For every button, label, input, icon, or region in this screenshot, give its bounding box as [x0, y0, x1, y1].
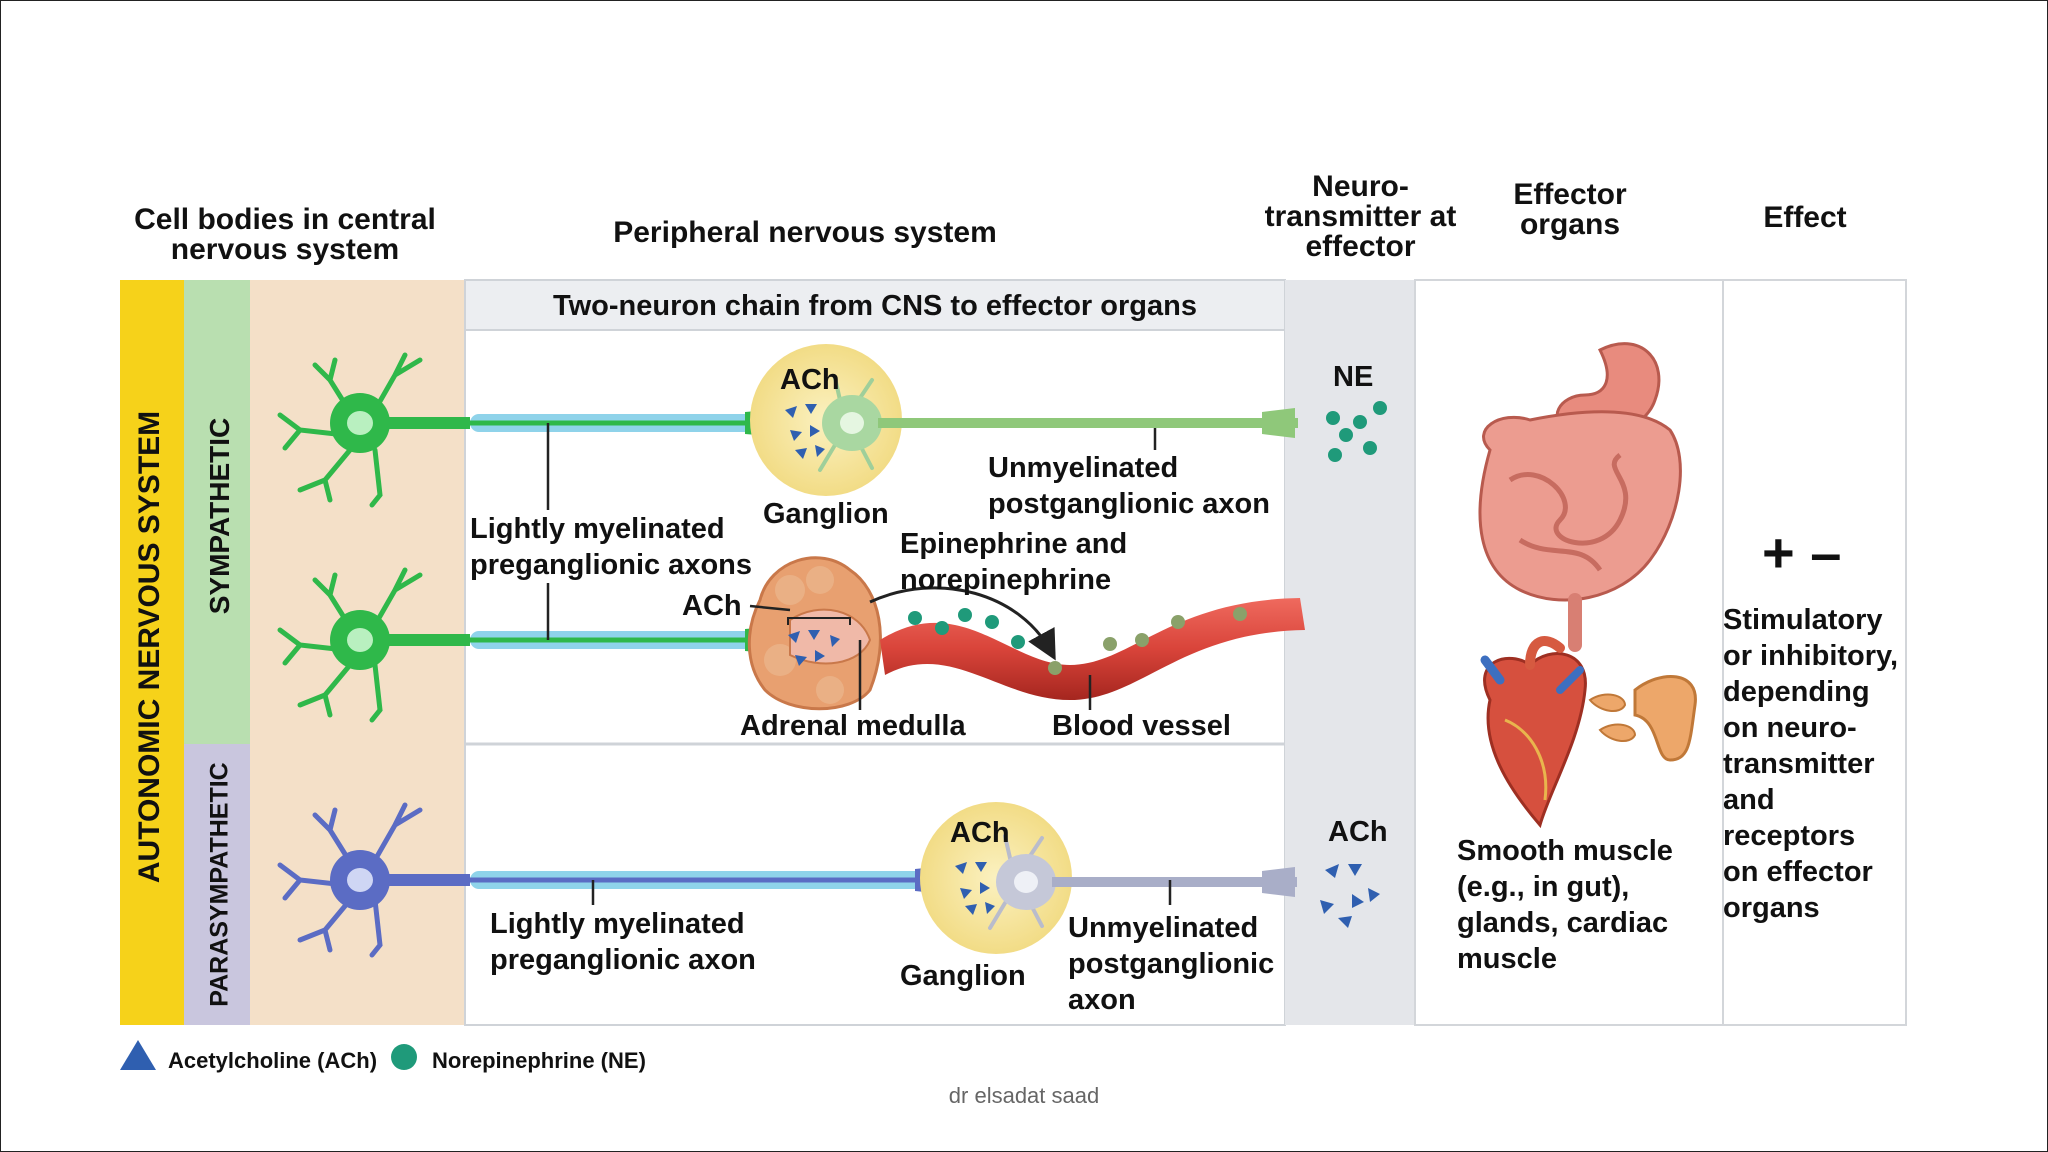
ganglion-2-label: Ganglion — [900, 960, 1026, 992]
secretion-arrow — [869, 586, 1056, 661]
header-cns: Cell bodies in central nervous system — [134, 203, 436, 266]
header-effect: Effect — [1763, 201, 1847, 234]
acetylcholine-adrenal — [788, 630, 840, 666]
header-effector-organs: Effector organs — [1513, 178, 1627, 241]
parasympathetic-preganglionic-neuron — [277, 802, 945, 958]
ach-label-ganglion-2: ACh — [950, 817, 1010, 849]
effector-line: (e.g., in gut), — [1457, 871, 1630, 903]
effect-line: transmitter — [1723, 748, 1875, 780]
unmyelinated-line-1a: Unmyelinated — [988, 452, 1179, 484]
preganglionic-label-sympathetic: Lightly myelinated preganglionic axons — [470, 511, 752, 583]
ganglion-1 — [750, 344, 1298, 496]
preganglionic-2-line-b: preganglionic axon — [490, 944, 756, 976]
effect-line: Stimulatory — [1723, 604, 1883, 636]
sympathetic-label: SYMPATHETIC — [204, 417, 235, 615]
effector-line: Smooth muscle — [1457, 835, 1673, 867]
effect-signs: + – — [1762, 521, 1842, 584]
effect-line: organs — [1723, 892, 1820, 924]
slide-footer: dr elsadat saad — [948, 1083, 1100, 1108]
acetylcholine-effector — [1320, 864, 1380, 928]
sympathetic-preganglionic-neuron-1 — [277, 352, 770, 508]
ganglion-2 — [920, 802, 1297, 954]
epinephrine-label: Epinephrine and norepinephrine — [900, 526, 1127, 598]
effector-line: muscle — [1457, 943, 1557, 975]
effector-line: glands, cardiac — [1457, 907, 1669, 939]
band-title: Two-neuron chain from CNS to effector or… — [553, 290, 1197, 322]
heart-icon — [1480, 636, 1587, 829]
ganglion-1-label: Ganglion — [763, 498, 889, 530]
preganglionic-line-b: preganglionic axons — [470, 549, 752, 581]
leader-lines — [546, 423, 1172, 905]
effect-line: on neuro- — [1723, 712, 1857, 744]
epinephrine-dots — [908, 608, 1025, 649]
adrenal-medulla-label: Adrenal medulla — [740, 710, 966, 742]
effect-description: Stimulatory or inhibitory, depending on … — [1723, 602, 1898, 926]
epinephrine-line-b: norepinephrine — [900, 564, 1112, 596]
blood-vessel-label: Blood vessel — [1052, 710, 1231, 742]
legend-norepinephrine: Norepinephrine (NE) — [432, 1048, 646, 1073]
norepinephrine-effector — [1326, 401, 1387, 462]
unmyelinated-2-line-c: axon — [1068, 984, 1136, 1016]
ans-bar — [120, 280, 184, 1025]
unmyelinated-label-1: Unmyelinated postganglionic axon — [988, 450, 1270, 522]
preganglionic-line-a: Lightly myelinated — [470, 513, 725, 545]
unmyelinated-2-line-a: Unmyelinated — [1068, 912, 1259, 944]
blood-vessel-icon — [880, 598, 1305, 700]
preganglionic-label-parasympathetic: Lightly myelinated preganglionic axon — [490, 906, 756, 978]
two-neuron-band — [464, 279, 1286, 331]
parasympathetic-bar — [184, 744, 250, 1025]
pancreas-icon — [1588, 675, 1697, 762]
norepinephrine-dot-icon — [391, 1044, 417, 1070]
header-neurotransmitter: Neuro- transmitter at effector — [1264, 170, 1457, 263]
acetylcholine-ganglion-2 — [955, 862, 995, 915]
preganglionic-2-line-a: Lightly myelinated — [490, 908, 745, 940]
unmyelinated-2-line-b: postganglionic — [1068, 948, 1275, 980]
effect-panel — [1722, 279, 1907, 1026]
sympathetic-preganglionic-neuron-2 — [277, 567, 770, 723]
effect-line: receptors — [1723, 820, 1856, 852]
unmyelinated-label-2: Unmyelinated postganglionic axon — [1068, 910, 1274, 1018]
ne-effector-label: NE — [1333, 361, 1374, 393]
epinephrine-line-a: Epinephrine and — [900, 528, 1128, 560]
effector-description: Smooth muscle (e.g., in gut), glands, ca… — [1457, 833, 1673, 977]
effect-line: depending — [1723, 676, 1870, 708]
effect-line: or inhibitory, — [1723, 640, 1899, 672]
sympathetic-bar — [184, 280, 250, 744]
parasympathetic-label: PARASYMPATHETIC — [205, 762, 234, 1007]
legend-acetylcholine: Acetylcholine (ACh) — [168, 1048, 378, 1073]
ach-effector-label: ACh — [1328, 816, 1388, 848]
adrenal-ach-bracket — [787, 617, 851, 625]
acetylcholine-triangle-icon — [120, 1040, 156, 1070]
effect-line: on effector — [1723, 856, 1873, 888]
ans-label: AUTONOMIC NERVOUS SYSTEM — [133, 410, 166, 884]
acetylcholine-ganglion-1 — [785, 404, 825, 459]
ach-label-adrenal: ACh — [682, 590, 742, 622]
stomach-intestine-icon — [1478, 342, 1682, 652]
effect-line: and — [1723, 784, 1775, 816]
neurotransmitter-panel — [1285, 280, 1415, 1025]
header-pns: Peripheral nervous system — [613, 216, 997, 249]
ach-label-ganglion-1: ACh — [780, 364, 840, 396]
unmyelinated-line-1b: postganglionic axon — [988, 488, 1270, 520]
